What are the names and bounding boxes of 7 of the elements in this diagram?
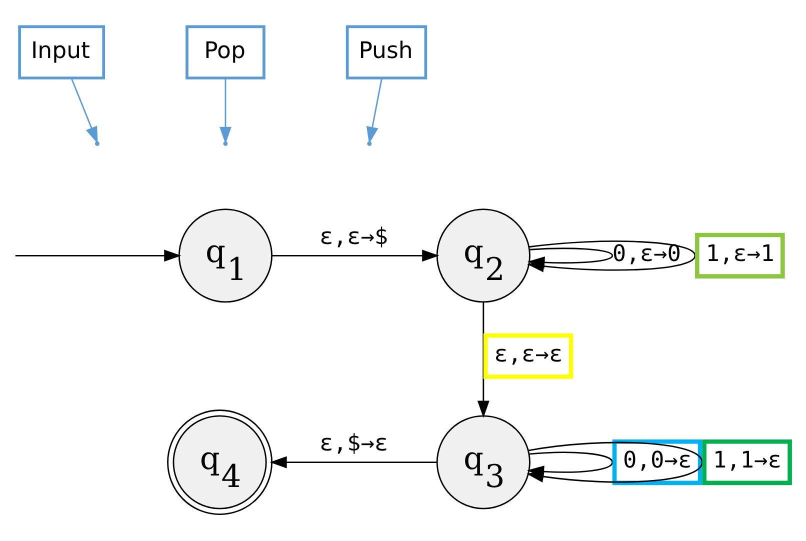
- edge-label: ε,ε→ε: [494, 342, 563, 368]
- edge-label: 1,ε→1: [706, 241, 774, 268]
- edge-label: 1,1→ε: [712, 448, 782, 474]
- edge-label: 0,ε→0: [612, 241, 682, 268]
- edge-label: ε,ε→$: [320, 224, 388, 250]
- edge-label: ε,$→ε: [320, 430, 388, 457]
- edge-label: 0,0→ε: [623, 448, 692, 474]
